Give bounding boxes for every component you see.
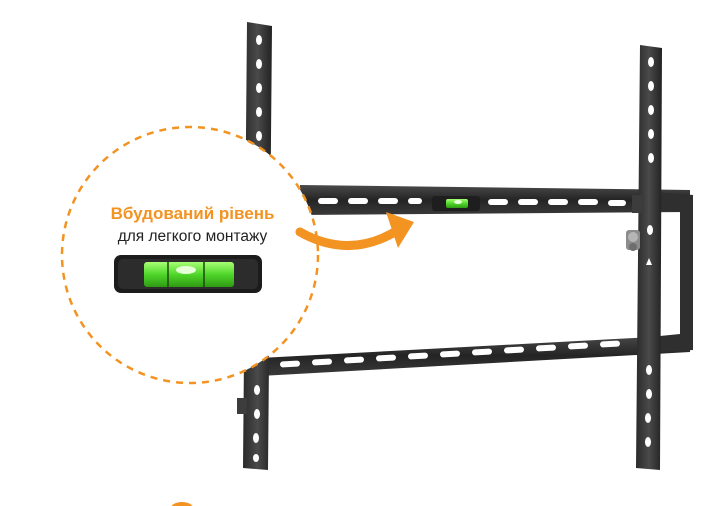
right-vertical-rail <box>632 45 662 470</box>
built-in-level <box>432 196 480 211</box>
callout-title: Вбудований рівень <box>110 204 275 223</box>
callout-subtitle: для легкого монтажу <box>117 228 268 245</box>
adjustment-knob <box>626 230 640 251</box>
bubble-level-closeup <box>114 255 262 293</box>
wall-plate-top-bar <box>300 185 690 215</box>
orange-mark-partial <box>171 502 193 506</box>
wall-plate-right-frame <box>655 192 693 352</box>
wall-plate-bottom-bar <box>260 335 690 376</box>
orange-arrow-icon <box>295 212 414 250</box>
